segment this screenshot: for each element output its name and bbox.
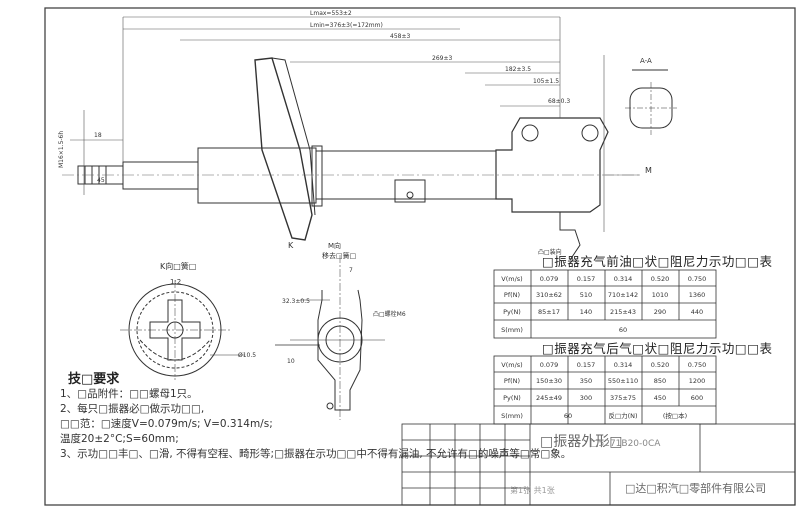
table-1 <box>493 269 717 339</box>
t2-c22: 375±75 <box>610 394 636 402</box>
t1-h1: Pf(N) <box>504 291 520 299</box>
k-view-label: K向□簧□ <box>160 261 196 271</box>
table-1-title: □振器充气前油□状□阻尼力示功□□表 <box>542 254 773 269</box>
requirement-line: 2、每只□振器必□做示功□□, <box>60 403 205 415</box>
t2-c21: 300 <box>580 394 592 402</box>
section-label: A-A <box>640 57 652 65</box>
t1-h3: S(mm) <box>501 326 523 334</box>
t2-c11: 350 <box>580 377 592 385</box>
k-view <box>120 280 245 380</box>
table-2-title: □振器充气后气□状□阻尼力示功□□表 <box>542 341 773 356</box>
t2-h1: Pf(N) <box>504 377 520 385</box>
dim-lmax: Lmax=553±2 <box>310 10 352 17</box>
requirement-line: 3、示功□□丰□、□滑, 不得有空程、畸形等;□振器在示功□□中不得有漏油, 不… <box>60 448 572 460</box>
dim-105: 105±1.5 <box>533 78 559 85</box>
dim-7: 7 <box>349 267 353 274</box>
t1-c24: 440 <box>691 308 703 316</box>
dim-323: 32.3±0.5 <box>282 298 310 305</box>
k-view-scale: 1:2 <box>170 278 181 286</box>
t1-h2: Py(N) <box>503 308 521 316</box>
t1-c21: 140 <box>580 308 592 316</box>
section-a-a <box>625 69 677 135</box>
dim-lmin: Lmin=376±3(=172mm) <box>310 22 383 29</box>
mark-m: M <box>645 166 652 175</box>
dim-269: 269±3 <box>432 55 452 62</box>
t1-c02: 0.314 <box>614 275 633 283</box>
t2-c32: 反□力(N) <box>608 411 637 420</box>
t2-c02: 0.314 <box>614 361 633 369</box>
t1-c10: 310±62 <box>536 291 562 299</box>
requirement-line: 温度20±2°C;S=60mm; <box>60 433 179 445</box>
t1-c22: 215±43 <box>610 308 636 316</box>
t1-c23: 290 <box>654 308 666 316</box>
table-2 <box>493 355 717 425</box>
dim-18: 18 <box>94 132 102 139</box>
t2-c20: 245±49 <box>536 394 562 402</box>
t2-c00: 0.079 <box>540 361 559 369</box>
table-1-text: V(m/s) 0.079 0.157 0.314 0.520 0.750 Pf(… <box>501 275 706 334</box>
t2-c10: 150±30 <box>536 377 562 385</box>
mark-k: K <box>288 241 294 250</box>
dim-10: 10 <box>287 358 295 365</box>
requirements-heading: 技□要求 <box>68 372 120 387</box>
m-view <box>275 255 385 420</box>
t1-c11: 510 <box>580 291 592 299</box>
t2-c24: 600 <box>691 394 703 402</box>
t1-c12: 710±142 <box>608 291 638 299</box>
company-name: □达□积汽□零部件有限公司 <box>625 481 766 495</box>
t2-c13: 850 <box>654 377 666 385</box>
strut-assembly <box>62 57 640 261</box>
dimension-lines <box>70 16 605 232</box>
dim-hole: Ø10.5 <box>238 352 256 359</box>
t2-c14: 1200 <box>689 377 706 385</box>
t2-c30: 60 <box>564 412 572 420</box>
requirement-line: □□范：□速度V=0.079m/s; V=0.314m/s; <box>60 418 273 430</box>
dim-45: 45 <box>97 177 105 184</box>
title-block <box>401 423 796 506</box>
t1-c04: 0.750 <box>688 275 707 283</box>
t2-h3: S(mm) <box>501 412 523 420</box>
drawing-name: □振器外形□ <box>540 434 622 450</box>
t1-h0: V(m/s) <box>501 275 522 283</box>
t2-c04: 0.750 <box>688 361 707 369</box>
title-block-text: □振器外形□ □5271B20-0CA □达□积汽□零部件有限公司 第1张 共1… <box>510 434 766 495</box>
t2-c33: (按□本) <box>663 411 687 420</box>
dim-458: 458±3 <box>390 33 410 40</box>
t2-h0: V(m/s) <box>501 361 522 369</box>
drawing-labels: Lmax=553±2 Lmin=376±3(=172mm) 458±3 269±… <box>58 10 652 365</box>
t2-h2: Py(N) <box>503 394 521 402</box>
t2-c12: 550±110 <box>608 377 638 385</box>
t1-c30: 60 <box>619 326 627 334</box>
direction-label: 凸□装向 <box>538 248 562 256</box>
dim-68: 68±0.3 <box>548 98 570 105</box>
t1-c14: 1360 <box>689 291 706 299</box>
technical-requirements: 技□要求 1、□品附件：□□螺母1只。 2、每只□振器必□做示功□□, □□范：… <box>60 372 572 462</box>
table-2-text: V(m/s) 0.079 0.157 0.314 0.520 0.750 Pf(… <box>501 361 706 420</box>
t1-c00: 0.079 <box>540 275 559 283</box>
t2-c03: 0.520 <box>651 361 670 369</box>
t2-c23: 450 <box>654 394 666 402</box>
dim-182: 182±3.5 <box>505 66 531 73</box>
requirement-line: 1、□品附件：□□螺母1只。 <box>60 388 198 400</box>
m-view-label: M向 <box>328 241 341 250</box>
t1-c13: 1010 <box>652 291 669 299</box>
m-view-sub: 移去□簧□ <box>322 251 356 260</box>
dim-m16: M16×1.5-6h <box>58 131 65 168</box>
drawing-number: □5271B20-0CA <box>590 439 661 449</box>
bolt-note: 凸□螺栓M6 <box>373 310 406 318</box>
t1-c20: 85±17 <box>538 308 560 316</box>
sheet-info: 第1张 共1张 <box>510 485 555 495</box>
t1-c01: 0.157 <box>577 275 596 283</box>
t2-c01: 0.157 <box>577 361 596 369</box>
t1-c03: 0.520 <box>651 275 670 283</box>
